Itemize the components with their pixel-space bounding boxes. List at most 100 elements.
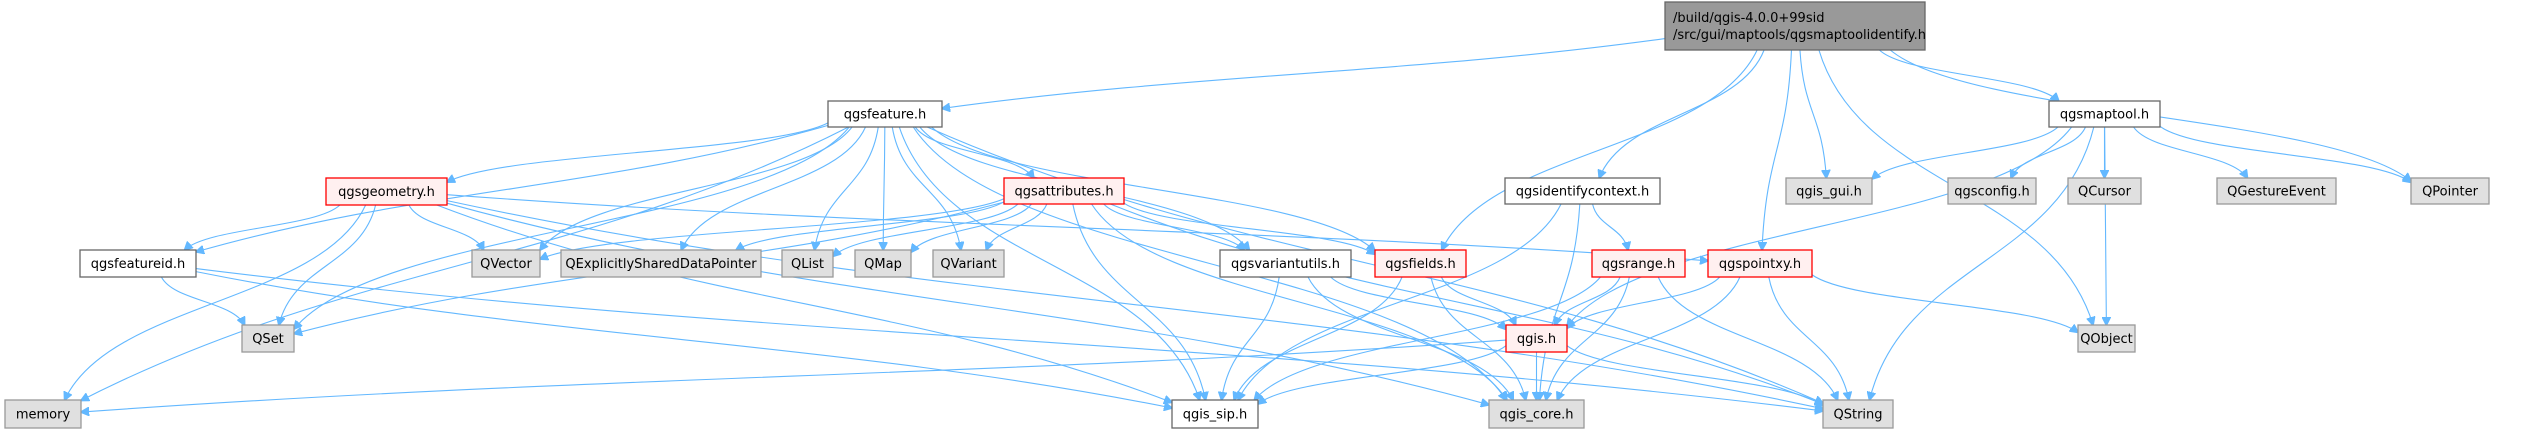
node-box (1947, 177, 2037, 205)
edge-qgsidentifycontext-to-qgsrange (1592, 203, 1629, 250)
node-box[interactable] (1171, 399, 1259, 429)
node-box (1488, 399, 1585, 429)
edge-qgsmaptool-to-qgsconfig (2011, 126, 2087, 178)
edge-qgsgeometry-to-qgspointxy (446, 194, 1708, 261)
node-qexplicitlyshareddatapointer: QExplicitlySharedDataPointer (560, 249, 762, 278)
node-label: QSet (252, 332, 284, 347)
node-qgsgeometry[interactable]: qgsgeometry.h (325, 177, 448, 206)
node-label: qgspointxy.h (1719, 257, 1801, 272)
node-label: QList (791, 257, 824, 272)
node-qgestureevent: QGestureEvent (2216, 177, 2337, 205)
edge-qgsgeometry-to-QVector (408, 204, 484, 250)
node-label: qgsrange.h (1602, 257, 1675, 272)
edge-qgsfeature-to-QVariant (891, 126, 961, 250)
edge-qgsfeature-to-QList (814, 126, 879, 250)
edge-qgsattributes-to-QString (1110, 203, 1823, 404)
node-label: qgsfeatureid.h (91, 257, 185, 272)
node-qgsrange[interactable]: qgsrange.h (1591, 249, 1686, 278)
edge-qgsrange-to-QString (1657, 276, 1837, 400)
node-box[interactable] (1374, 249, 1467, 278)
node-qgsfields[interactable]: qgsfields.h (1374, 249, 1467, 278)
node-label: QMap (864, 257, 902, 272)
node-label: qgsvariantutils.h (1231, 257, 1340, 272)
node-label: QVector (480, 257, 532, 272)
node-qgsidentifycontext[interactable]: qgsidentifycontext.h (1504, 177, 1661, 205)
node-label: qgsmaptool.h (2060, 108, 2149, 123)
node-box[interactable] (1505, 324, 1568, 353)
node-label: /build/qgis-4.0.0+99sid (1673, 11, 1824, 26)
edge-qgsfeature-to-QMap (883, 126, 885, 250)
node-box[interactable] (2048, 100, 2161, 128)
edge-root-to-qgspointxy (1762, 49, 1793, 250)
node-qset: QSet (241, 324, 295, 353)
edge-qgsfeatureid-to-qgis_sip (195, 271, 1172, 408)
edge-root-to-qgsfields (1442, 49, 1758, 250)
edge-root-to-qgsidentifycontext (1599, 49, 1765, 178)
node-label: qgis_sip.h (1183, 408, 1247, 423)
edge-qgsvariantutils-to-qgis_sip (1222, 276, 1280, 400)
edge-qgsfeature-to-QExplicitlySharedDataPointer (681, 126, 867, 250)
edge-qgsattributes-to-QList (833, 203, 1019, 256)
node-box[interactable] (1504, 177, 1661, 205)
node-qgis-sip[interactable]: qgis_sip.h (1171, 399, 1259, 429)
node-qgsfeature[interactable]: qgsfeature.h (827, 100, 943, 128)
edge-qgis-to-memory (81, 339, 1507, 412)
node-qgspointxy[interactable]: qgspointxy.h (1707, 249, 1813, 278)
edge-qgsfeature-to-qgsfields (931, 126, 1375, 251)
node-qgsfeatureid[interactable]: qgsfeatureid.h (79, 249, 197, 278)
node-box[interactable] (1003, 177, 1125, 205)
edge-qgsrange-to-qgis (1555, 276, 1621, 325)
edge-qgsgeometry-to-qgis_core (446, 202, 1489, 405)
node-box (471, 249, 541, 278)
edge-qgsidentifycontext-to-qgis_core (1539, 203, 1581, 400)
node-box (2067, 177, 2142, 205)
node-box[interactable] (827, 100, 943, 128)
edge-qgsgeometry-to-qgsfeatureid (185, 204, 341, 250)
edge-qgsmaptool-to-QPointer (2159, 125, 2411, 182)
node-qgsmaptool[interactable]: qgsmaptool.h (2048, 100, 2161, 128)
edge-qgsattributes-to-QVariant (986, 203, 1048, 250)
node-qgsattributes[interactable]: qgsattributes.h (1003, 177, 1125, 205)
node-box[interactable] (1591, 249, 1686, 278)
edge-qgis-to-QString (1566, 345, 1823, 406)
edge-qgsmaptool-to-QObject (2105, 126, 2107, 325)
edge-qgis-to-qgis_sip (1258, 345, 1507, 404)
node-label: qgis_gui.h (1796, 185, 1862, 200)
node-box[interactable] (1664, 1, 1926, 51)
node-root[interactable]: /build/qgis-4.0.0+99sid/src/gui/maptools… (1664, 1, 1926, 51)
edge-qgsrange-to-qgis_sip (1254, 276, 1601, 400)
edge-qgsattributes-to-QVector (540, 198, 1005, 259)
node-label: QCursor (2078, 185, 2132, 200)
node-qgis[interactable]: qgis.h (1505, 324, 1568, 353)
edge-qgspointxy-to-qgis_core (1557, 276, 1741, 400)
node-box (2216, 177, 2337, 205)
node-qobject: QObject (2077, 324, 2136, 353)
node-label: qgsidentifycontext.h (1516, 185, 1650, 200)
node-qmap: QMap (854, 249, 912, 278)
node-memory: memory (4, 399, 82, 429)
edge-qgsattributes-to-QMap (911, 203, 1032, 252)
node-box (241, 324, 295, 353)
node-label: qgsconfig.h (1954, 185, 2029, 200)
node-qgsvariantutils[interactable]: qgsvariantutils.h (1219, 249, 1352, 278)
node-box[interactable] (1707, 249, 1813, 278)
node-box[interactable] (325, 177, 448, 206)
node-box (560, 249, 762, 278)
edge-qgsattributes-to-qgsfields (1123, 202, 1375, 254)
edge-root-to-qgis_gui (1799, 49, 1826, 178)
edge-qgsgeometry-to-memory (65, 204, 367, 400)
edge-qgsfeatureid-to-QString (195, 268, 1823, 411)
node-box[interactable] (1219, 249, 1352, 278)
edge-qgsmaptool-to-QString (1870, 126, 2095, 400)
node-label: memory (16, 408, 71, 423)
edge-root-to-qgsfeature (942, 38, 1666, 109)
edge-qgsattributes-to-qgsvariantutils (1103, 203, 1245, 250)
edge-qgsfeature-to-qgis_core (912, 126, 1506, 400)
node-box[interactable] (79, 249, 197, 278)
node-label: QGestureEvent (2227, 185, 2326, 200)
node-label: qgsattributes.h (1014, 185, 1113, 200)
node-qpointer: QPointer (2410, 177, 2490, 205)
edge-qgsfeature-to-memory (81, 126, 849, 400)
edge-qgspointxy-to-QObject (1811, 274, 2078, 333)
edge-qgsfeature-to-qgsattributes (914, 126, 1034, 178)
